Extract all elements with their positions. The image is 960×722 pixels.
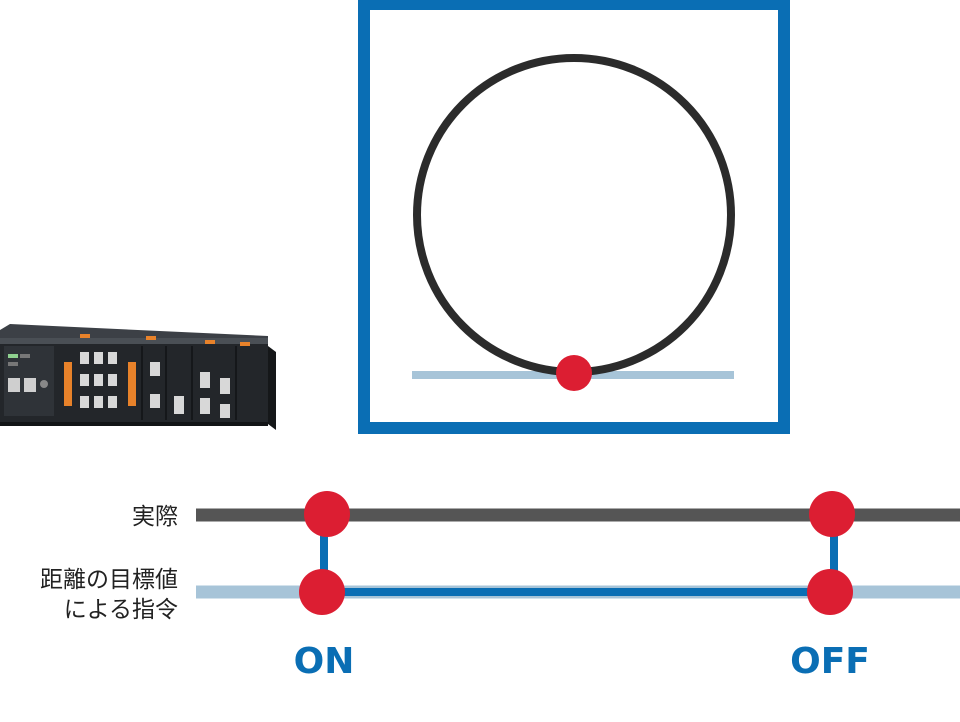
actual-off-marker <box>809 491 855 537</box>
target-off-marker <box>807 569 853 615</box>
actual-label: 実際 <box>132 504 178 530</box>
target-label-line1: 距離の目標値 <box>40 567 178 593</box>
workspace-frame <box>358 0 790 434</box>
contact-marker <box>556 355 592 391</box>
plc-controller-icon <box>0 324 276 430</box>
target-label-line2: による指令 <box>64 597 178 623</box>
off-label: OFF <box>790 641 870 682</box>
actual-on-marker <box>304 491 350 537</box>
target-on-marker <box>299 569 345 615</box>
rolling-circle <box>413 54 735 376</box>
on-label: ON <box>294 641 355 682</box>
